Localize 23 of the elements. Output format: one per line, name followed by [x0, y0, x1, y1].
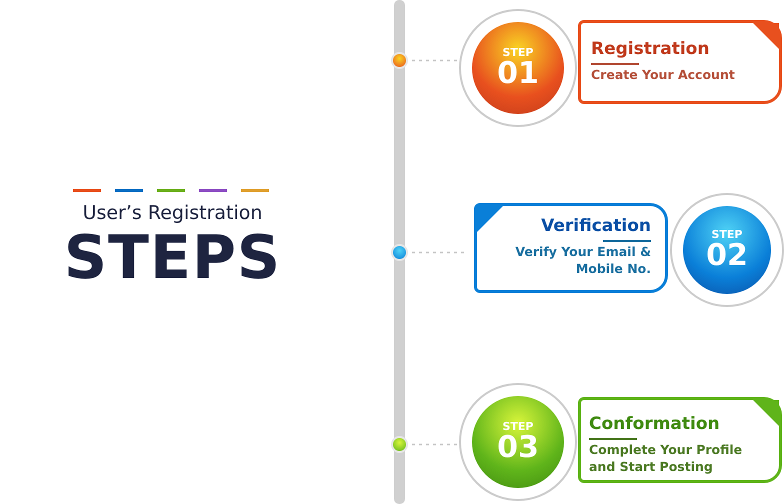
step-description: Complete Your Profile and Start Posting — [589, 442, 744, 476]
connector-line — [412, 252, 466, 254]
step-description: Create Your Account — [591, 67, 736, 84]
step-card — [474, 203, 668, 293]
step-label: STEP — [502, 47, 534, 58]
connector-line — [412, 444, 458, 446]
step-heading: Conformation — [589, 414, 720, 434]
step-heading: Verification — [541, 216, 651, 236]
step-card — [578, 397, 782, 483]
heading-text: STEPS — [62, 228, 282, 288]
step-number: 03 — [497, 433, 539, 463]
step-description: Verify Your Email & Mobile No. — [514, 244, 651, 278]
step-number: 01 — [497, 59, 539, 89]
timeline-dot — [391, 52, 408, 69]
timeline-dot — [391, 436, 408, 453]
title: User’s Registration — [82, 202, 264, 224]
step-card — [578, 20, 782, 104]
step-number: 02 — [706, 241, 748, 271]
step-label: STEP — [711, 229, 742, 240]
connector-line — [412, 60, 458, 62]
timeline-dot — [391, 244, 408, 261]
step-label: STEP — [502, 421, 534, 432]
step-heading: Registration — [591, 39, 710, 59]
